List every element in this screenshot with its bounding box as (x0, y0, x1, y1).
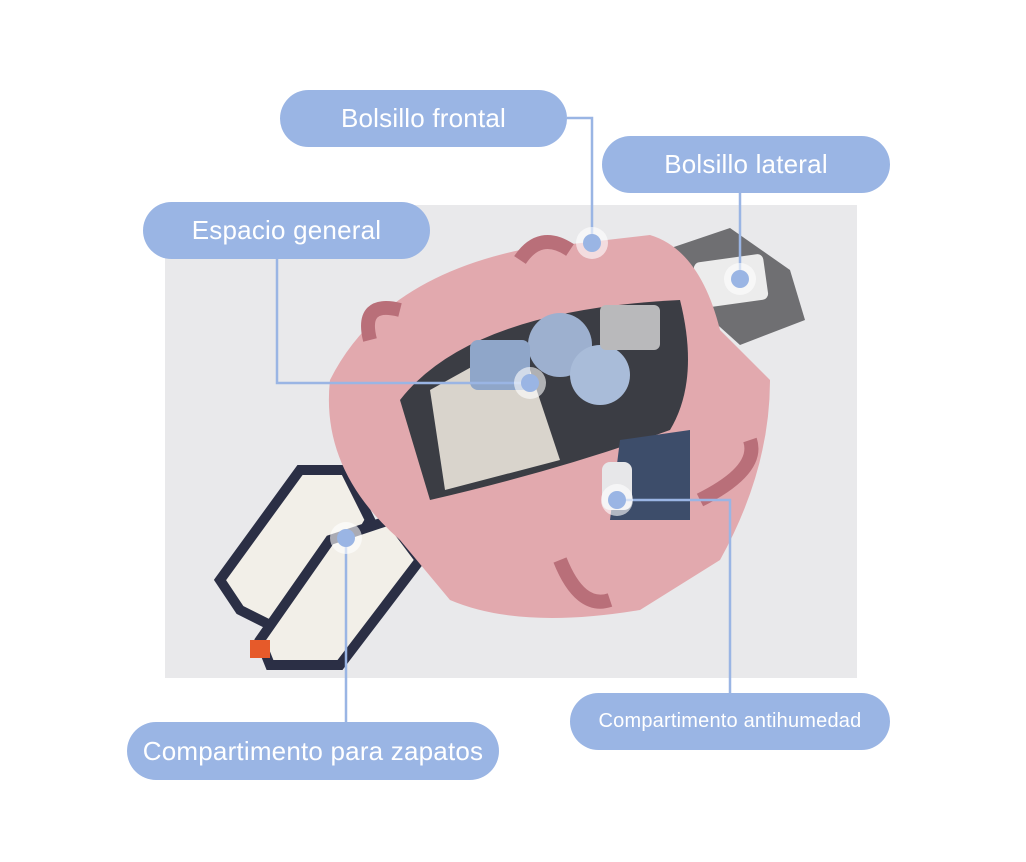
marker-dot-shoe-compartment (337, 529, 355, 547)
marker-dot-side-pocket (731, 270, 749, 288)
leader-line-moisture-compartment (617, 498, 732, 693)
bag-handle (361, 301, 402, 342)
marker-dot-moisture-compartment (608, 491, 626, 509)
bag-strap (553, 557, 613, 609)
label-moisture-compartment: Compartimento antihumedad (570, 693, 890, 750)
bag-handle (514, 235, 574, 265)
label-front-pocket: Bolsillo frontal (280, 90, 567, 147)
shoe-left (213, 465, 376, 647)
bag-strap (696, 437, 759, 507)
label-main-space: Espacio general (143, 202, 430, 259)
marker-dot-main-space (521, 374, 539, 392)
marker-dot-front-pocket (583, 234, 601, 252)
label-shoe-compartment: Compartimento para zapatos (127, 722, 499, 780)
headphones-item (570, 345, 630, 405)
shoe-tag (250, 640, 270, 658)
camera-item (600, 305, 660, 350)
leader-line-main-space (275, 259, 530, 385)
leader-line-front-pocket (567, 116, 594, 243)
label-side-pocket: Bolsillo lateral (602, 136, 890, 193)
